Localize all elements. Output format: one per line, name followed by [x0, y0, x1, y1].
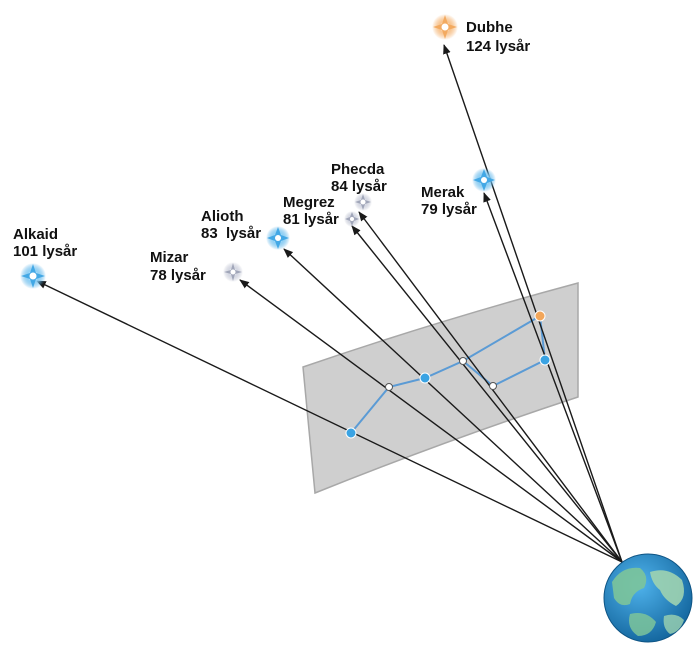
star-labels: Dubhe 124 lysår Merak 79 lysår Phecda 84… [13, 19, 530, 284]
star-distance-merak: 79 lysår [421, 201, 477, 218]
sky-projection-panel [302, 282, 579, 495]
star-distance-alkaid: 101 lysår [13, 243, 77, 260]
star-name-alkaid: Alkaid [13, 226, 58, 243]
star-name-dubhe: Dubhe [466, 19, 513, 36]
panel-point-alioth [419, 372, 431, 384]
star-name-mizar: Mizar [150, 249, 189, 266]
ray-alioth [283, 248, 623, 563]
ray-alkaid [36, 280, 623, 563]
star-burst-icon [432, 14, 458, 40]
ray-mizar [239, 279, 623, 563]
star-distance-phecda: 84 lysår [331, 178, 387, 195]
star-distance-dubhe: 124 lysår [466, 38, 530, 55]
ray-merak [483, 192, 623, 563]
star-icons [20, 14, 496, 289]
panel-point-mizar [385, 383, 393, 391]
star-name-alioth: Alioth [201, 208, 244, 225]
big-dipper-pattern-line [350, 314, 547, 434]
panel-point-dubhe [534, 310, 546, 322]
star-burst-icon [20, 263, 46, 289]
star-name-merak: Merak [421, 184, 465, 201]
star-burst-icon [223, 262, 243, 282]
ray-megrez [351, 225, 623, 563]
panel-star-points [345, 310, 551, 439]
panel-point-phecda [489, 382, 497, 390]
star-burst-icon [472, 168, 496, 192]
earth-globe-icon [603, 553, 693, 643]
star-name-phecda: Phecda [331, 161, 385, 178]
star-name-megrez: Megrez [283, 194, 335, 211]
star-burst-icon [344, 211, 360, 227]
ray-dubhe [443, 44, 623, 563]
star-burst-icon [354, 193, 372, 211]
star-distance-mizar: 78 lysår [150, 267, 206, 284]
panel-point-merak [539, 354, 551, 366]
panel-point-megrez [459, 357, 467, 365]
star-distance-alioth: 83 lysår [201, 225, 261, 242]
star-distance-megrez: 81 lysår [283, 211, 339, 228]
star-burst-icon [266, 226, 290, 250]
panel-point-alkaid [345, 427, 357, 439]
